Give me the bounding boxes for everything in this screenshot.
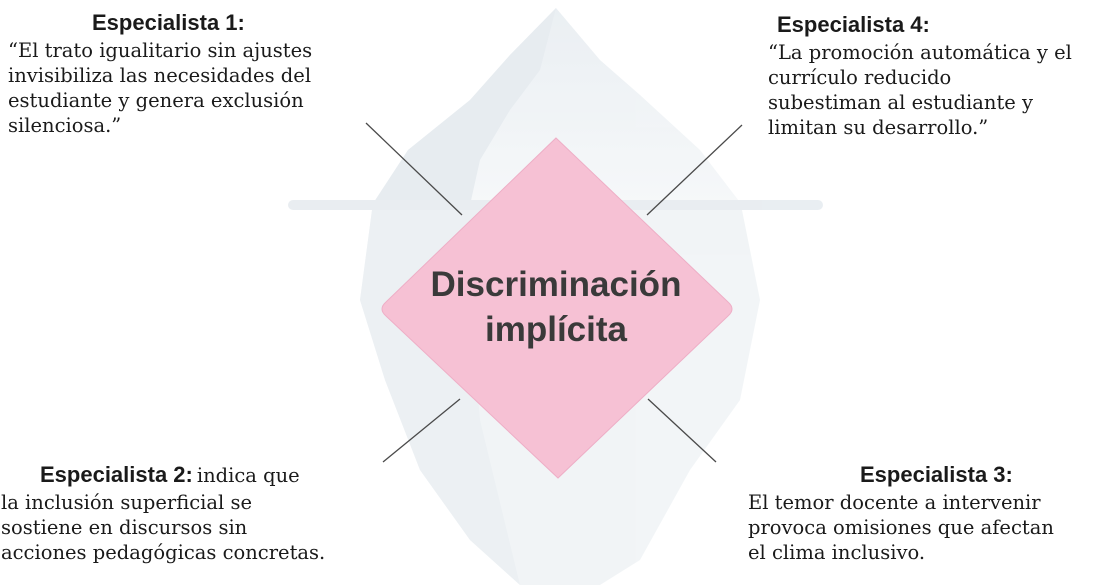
- connector-specialista-1: [365, 122, 463, 216]
- connector-specialista-3: [647, 398, 717, 463]
- specialist-1-heading: Especialista 1:: [92, 10, 245, 35]
- specialist-4-text: “La promoción automática y el currículo …: [768, 41, 1072, 139]
- specialist-1-text: “El trato igualitario sin ajustes invisi…: [8, 39, 313, 137]
- center-label: Discriminación implícita: [430, 265, 682, 349]
- connector-specialista-2: [382, 398, 461, 463]
- specialist-2-text: la inclusión superficial se sostiene en …: [1, 491, 326, 564]
- connector-lines: [365, 122, 743, 463]
- specialist-3-text: El temor docente a intervenir provoca om…: [748, 491, 1054, 564]
- specialist-2-heading-line: Especialista 2: indica que: [40, 462, 300, 488]
- connector-specialista-4: [646, 124, 743, 216]
- center-diamond: [381, 137, 733, 479]
- specialist-3-heading: Especialista 3:: [860, 462, 1013, 487]
- specialist-2-heading: Especialista 2:: [40, 462, 193, 487]
- specialist-2-lead: indica que: [196, 464, 300, 487]
- specialist-4-heading: Especialista 4:: [777, 12, 930, 37]
